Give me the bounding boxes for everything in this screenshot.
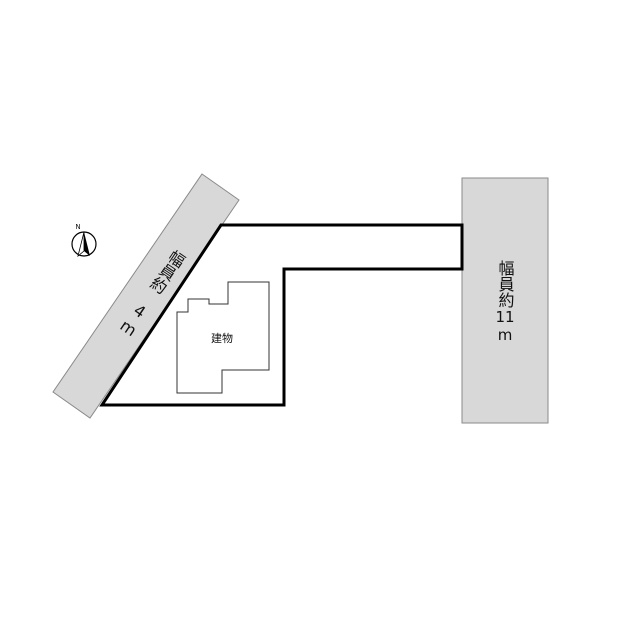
building-outline	[176, 281, 270, 394]
building-label: 建物	[211, 331, 233, 345]
lot-boundary	[99, 223, 464, 407]
north-label: N	[75, 223, 80, 231]
right-road-width-value: 11	[495, 308, 514, 326]
right-road-label: 幅員約 11 m	[495, 260, 514, 344]
right-road	[461, 177, 549, 424]
left-road	[52, 173, 240, 419]
right-road-width-unit: m	[498, 326, 513, 344]
north-arrow-icon: N	[71, 223, 97, 258]
right-road-width-label: 幅員約	[496, 260, 515, 309]
